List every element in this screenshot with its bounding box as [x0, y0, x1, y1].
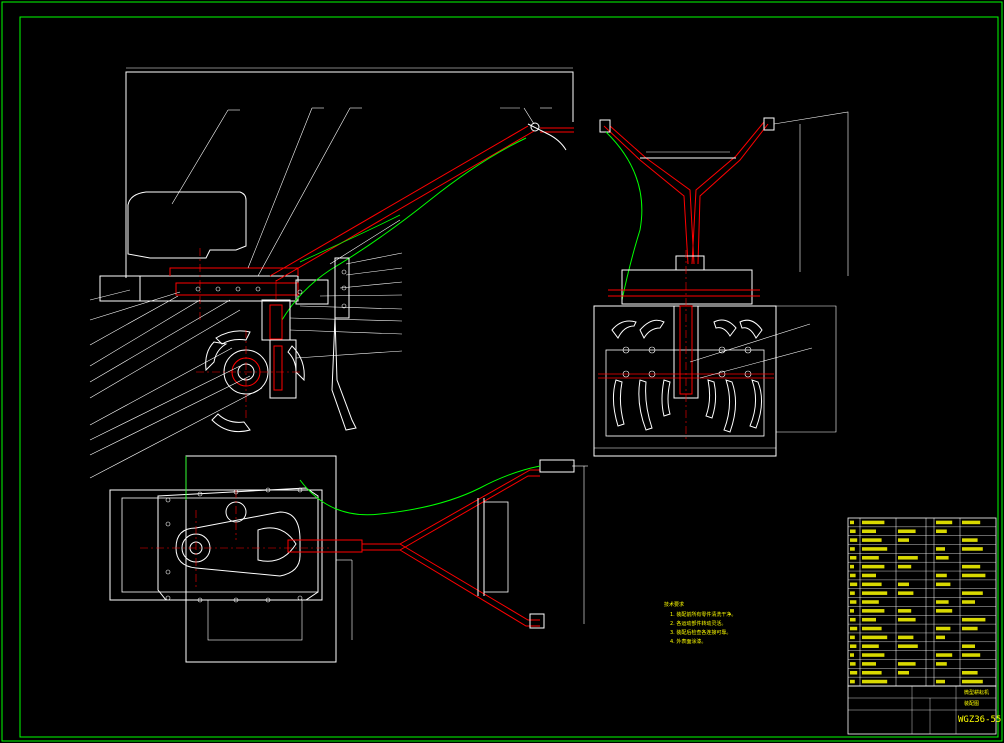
- parts-list-cell-text: [862, 529, 876, 534]
- parts-list-cell-text: [862, 582, 882, 587]
- parts-list-cell-text: [962, 600, 975, 604]
- parts-list-cell-text: [962, 626, 978, 631]
- parts-list-cell-text: [862, 635, 888, 640]
- parts-list-cell-text: [898, 670, 909, 675]
- parts-list-cell-text: [962, 653, 981, 657]
- tech-req-item: 3. 装配后检查各连接可靠。: [670, 629, 731, 636]
- parts-list-cell-text: [962, 538, 978, 542]
- parts-list-cell-text: [962, 644, 975, 648]
- front-view: [593, 111, 849, 457]
- parts-list-cell-text: [850, 582, 858, 587]
- parts-list-cell-text: [850, 626, 858, 631]
- parts-list-cell-text: [850, 653, 854, 657]
- tech-req-item: 2. 各运动部件转动灵活。: [670, 620, 726, 627]
- parts-list-cell-text: [862, 609, 885, 613]
- parts-list-cell-text: [862, 564, 885, 569]
- parts-list-cell-text: [962, 547, 983, 551]
- parts-list-cell-text: [936, 520, 953, 525]
- parts-list-cell-text: [862, 644, 879, 648]
- parts-list-cell-text: [850, 538, 858, 542]
- parts-list-cell-text: [862, 591, 888, 595]
- parts-list-cell-text: [850, 556, 857, 560]
- parts-list-cell-text: [850, 670, 858, 675]
- parts-list-cell-text: [898, 635, 914, 640]
- parts-list-cell-text: [850, 617, 856, 622]
- tech-req-item: 4. 外表面涂漆。: [670, 638, 706, 645]
- parts-list-cell-text: [962, 573, 986, 578]
- parts-list-cell-text: [850, 564, 854, 569]
- parts-list-cell-text: [962, 679, 983, 684]
- parts-list-cell-text: [936, 662, 947, 666]
- parts-list-cell-text: [962, 591, 983, 595]
- tech-req-heading: 技术要求: [664, 601, 684, 608]
- parts-list-cell-text: [936, 529, 947, 534]
- parts-list-cell-text: [862, 679, 888, 684]
- title-label: 装配图: [964, 700, 979, 707]
- parts-list-cell-text: [850, 520, 854, 525]
- parts-list-cell-text: [850, 644, 857, 648]
- parts-list-cell-text: [850, 573, 856, 578]
- parts-list-cell-text: [862, 556, 879, 560]
- parts-list-cell-text: [850, 547, 855, 551]
- parts-list-cell-text: [862, 653, 885, 657]
- parts-list-cell-text: [862, 520, 885, 525]
- parts-list-cell-text: [850, 609, 854, 613]
- technical-requirements: 技术要求 1. 装配前所有零件清洗干净。 2. 各运动部件转动灵活。 3. 装配…: [664, 601, 736, 645]
- parts-list-cell-text: [898, 538, 909, 542]
- parts-list-cell-text: [862, 670, 882, 675]
- parts-list-cell-text: [862, 573, 876, 578]
- parts-list-cell-text: [936, 609, 953, 613]
- parts-list-cell-text: [936, 573, 947, 578]
- parts-list-cell-text: [850, 679, 855, 684]
- parts-list-cell-text: [962, 617, 986, 622]
- title-label: 微型耕耘机: [964, 689, 989, 696]
- parts-list-title-block: 微型耕耘机 装配图 WGZ36-55: [847, 517, 1001, 735]
- parts-list-cell-text: [898, 609, 912, 613]
- parts-list-cell-text: [936, 600, 949, 604]
- parts-list-cell-text: [936, 679, 945, 684]
- parts-list-cell-text: [936, 547, 945, 551]
- parts-list-cell-text: [862, 547, 888, 551]
- parts-list-cell-text: [936, 653, 953, 657]
- parts-list-cell-text: [850, 635, 855, 640]
- parts-list-cell-text: [898, 564, 912, 569]
- parts-list-cell-text: [936, 635, 945, 640]
- parts-list-cell-text: [862, 538, 882, 542]
- parts-list-cell-text: [850, 662, 856, 666]
- parts-list-cell-text: [850, 591, 855, 595]
- parts-list-cell-text: [862, 600, 879, 604]
- parts-list-cell-text: [898, 591, 914, 595]
- tech-req-item: 1. 装配前所有零件清洗干净。: [670, 611, 736, 618]
- parts-list-cell-text: [862, 626, 882, 631]
- parts-list-cell-text: [898, 582, 909, 587]
- parts-list-cell-text: [850, 529, 856, 534]
- parts-list-cell-text: [962, 564, 981, 569]
- sheet-border-inner: [19, 16, 999, 738]
- parts-list-cell-text: [898, 662, 916, 666]
- parts-list-cell-text: [898, 617, 916, 622]
- parts-list-cell-text: [962, 520, 981, 525]
- side-view: [89, 67, 574, 479]
- parts-list-cell-text: [898, 529, 916, 534]
- parts-list-cell-text: [936, 626, 951, 631]
- parts-list-cell-text: [898, 644, 918, 648]
- parts-list-cell-text: [862, 617, 876, 622]
- parts-list-cell-text: [862, 662, 876, 666]
- drawing-number: WGZ36-55: [958, 715, 1001, 725]
- parts-list-cell-text: [962, 670, 978, 675]
- top-view: [109, 455, 588, 663]
- parts-list-cell-text: [850, 600, 857, 604]
- parts-list-cell-text: [898, 556, 918, 560]
- parts-list-cell-text: [936, 582, 951, 587]
- parts-list-cell-text: [936, 556, 949, 560]
